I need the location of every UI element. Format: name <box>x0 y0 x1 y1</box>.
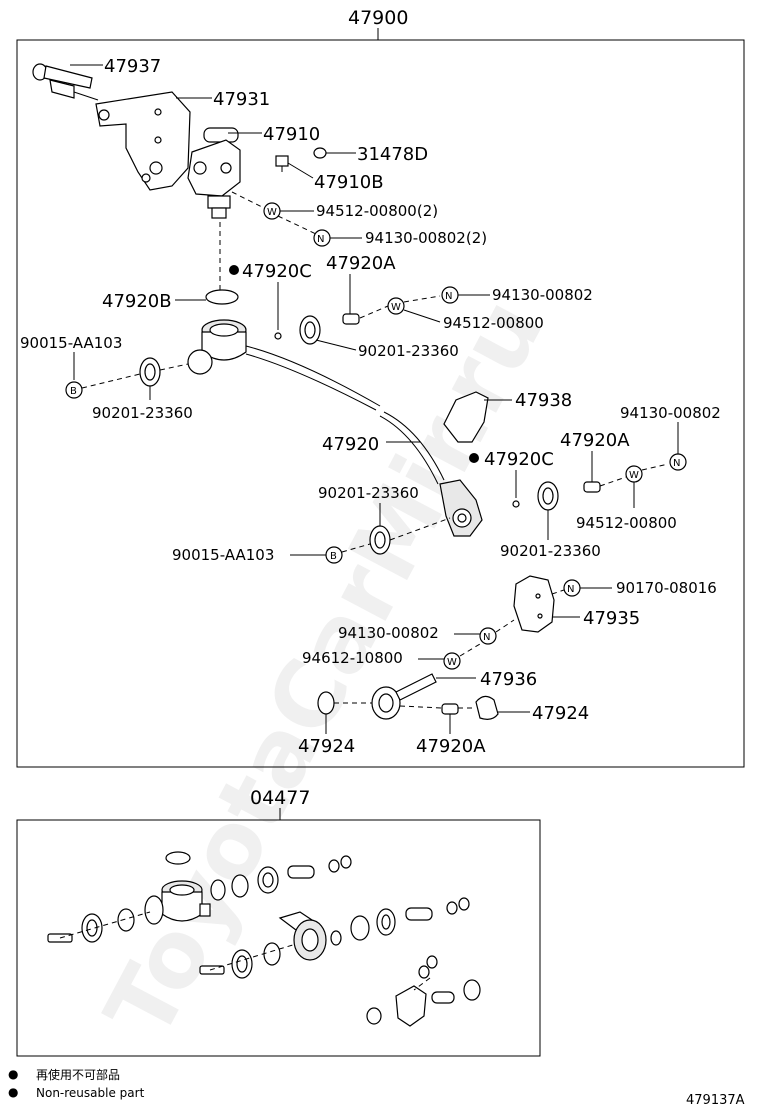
part-90201-23360-b[interactable]: 90201-23360 <box>358 342 459 360</box>
legend-bullet-1: ● <box>8 1067 18 1081</box>
nut-symbol-5 <box>479 627 497 645</box>
part-47920A-2[interactable]: 47920A <box>560 430 630 451</box>
legend: ● 再使用不可部品 ● Non-reusable part <box>8 1067 145 1100</box>
svg-text:W: W <box>391 302 401 313</box>
part-94512-00800-a[interactable]: 94512-00800 <box>443 314 544 332</box>
bushing-47924-a <box>317 691 335 715</box>
svg-text:N: N <box>483 632 490 643</box>
part-31478D[interactable]: 31478D <box>357 144 428 165</box>
svg-text:B: B <box>70 386 77 397</box>
part-90201-23360-c[interactable]: 90201-23360 <box>318 484 419 502</box>
nonreusable-marker-1 <box>229 265 239 275</box>
part-47924-a[interactable]: 47924 <box>298 736 355 757</box>
part-90170-08016[interactable]: 90170-08016 <box>616 579 717 597</box>
part-47935[interactable]: 47935 <box>583 608 640 629</box>
assembly-47900: 47900 47937 47931 <box>16 7 745 768</box>
washer-symbol-2 <box>387 297 405 315</box>
bushing-47920A-1 <box>342 313 360 325</box>
clip-47938 <box>443 391 489 443</box>
part-94612-10800[interactable]: 94612-10800 <box>302 649 403 667</box>
bracket-47935 <box>513 575 555 633</box>
svg-text:N: N <box>317 234 324 245</box>
legend-bullet-2: ● <box>8 1085 18 1099</box>
cap-31478D-drawing <box>313 147 327 159</box>
part-47936[interactable]: 47936 <box>480 669 537 690</box>
part-90015-AA103-b[interactable]: 90015-AA103 <box>172 546 274 564</box>
bracket-47931-drawing <box>95 91 191 191</box>
figure-code: 479137A <box>686 1093 745 1108</box>
assembly-frame <box>16 39 745 768</box>
part-47910B[interactable]: 47910B <box>314 172 384 193</box>
part-47910[interactable]: 47910 <box>263 124 320 145</box>
part-94130-00802-a[interactable]: 94130-00802 <box>492 286 593 304</box>
part-47938[interactable]: 47938 <box>515 390 572 411</box>
part-47920A-3[interactable]: 47920A <box>416 736 486 757</box>
svg-text:B: B <box>330 551 337 562</box>
bolt-symbol-1 <box>65 381 83 399</box>
bushing-47920A-2 <box>583 481 601 493</box>
legend-nonreusable-jp: 再使用不可部品 <box>36 1067 120 1082</box>
part-94130-00802-c[interactable]: 94130-00802 <box>338 624 439 642</box>
part-94512-00800-2[interactable]: 94512-00800(2) <box>316 202 438 220</box>
bolt-47937-drawing <box>32 63 99 101</box>
link-47936-drawing <box>371 673 437 720</box>
bushing-47920A-3 <box>441 703 459 715</box>
kit-04477: 04477 <box>16 787 541 1057</box>
screw-47910B-drawing <box>275 155 289 172</box>
part-94512-00800-b[interactable]: 94512-00800 <box>576 514 677 532</box>
kit-frame <box>16 819 541 1057</box>
nonreusable-marker-2 <box>469 453 479 463</box>
part-94130-00802-2[interactable]: 94130-00802(2) <box>365 229 487 247</box>
svg-text:W: W <box>629 470 639 481</box>
part-47924-b[interactable]: 47924 <box>532 703 589 724</box>
svg-text:N: N <box>673 458 680 469</box>
part-47920C-1[interactable]: 47920C <box>242 261 312 282</box>
part-90015-AA103-a[interactable]: 90015-AA103 <box>20 334 122 352</box>
svg-text:W: W <box>267 207 277 218</box>
kit-number[interactable]: 04477 <box>250 787 310 809</box>
part-94130-00802-b[interactable]: 94130-00802 <box>620 404 721 422</box>
pipe-47920-drawing <box>187 319 483 537</box>
svg-text:N: N <box>567 584 574 595</box>
part-47920[interactable]: 47920 <box>322 434 379 455</box>
svg-text:W: W <box>447 657 457 668</box>
part-47920B[interactable]: 47920B <box>102 291 172 312</box>
assembly-number[interactable]: 47900 <box>348 7 408 29</box>
part-47937[interactable]: 47937 <box>104 56 161 77</box>
gasket-47920C-1 <box>274 332 282 340</box>
valve-47910-drawing <box>187 127 241 219</box>
part-90201-23360-a[interactable]: 90201-23360 <box>92 404 193 422</box>
oring-47920B <box>205 289 239 305</box>
svg-text:N: N <box>445 291 452 302</box>
kit-parts-drawing <box>47 851 481 1027</box>
part-47920C-2[interactable]: 47920C <box>484 449 554 470</box>
part-47931[interactable]: 47931 <box>213 89 270 110</box>
part-47920A-1[interactable]: 47920A <box>326 253 396 274</box>
part-90201-23360-d[interactable]: 90201-23360 <box>500 542 601 560</box>
washer-symbol-4 <box>443 652 461 670</box>
bushing-47924-b <box>475 695 499 720</box>
legend-nonreusable-en: Non-reusable part <box>36 1086 145 1100</box>
